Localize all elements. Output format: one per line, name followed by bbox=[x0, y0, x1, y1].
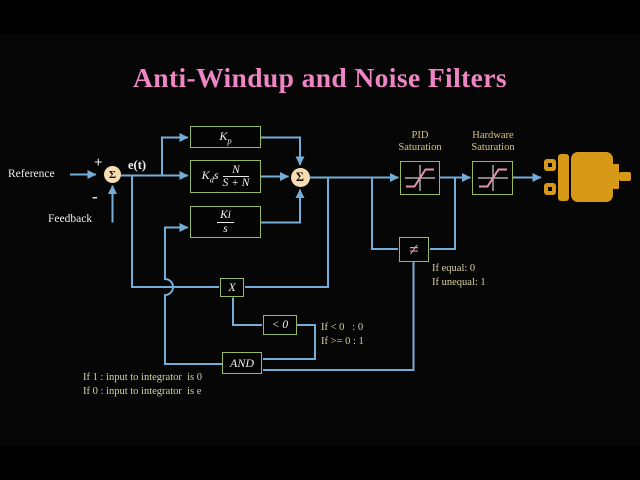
sigma-symbol: Σ bbox=[108, 168, 117, 181]
lt-negative-annotation: If < 0 : 0 bbox=[321, 322, 364, 333]
sum-branch-to-neq-line bbox=[371, 177, 398, 250]
lt-positive-annotation: If >= 0 : 1 bbox=[321, 336, 364, 347]
neq-equal-annotation: If equal: 0 bbox=[432, 262, 476, 274]
ki-output-line bbox=[261, 189, 305, 224]
page-title: Anti-Windup and Noise Filters bbox=[132, 62, 507, 93]
and-output-one-annotation: If 1 : input to integrator is 0 bbox=[83, 372, 202, 383]
feedback-label: Feedback bbox=[48, 213, 93, 225]
kp-output-line bbox=[261, 136, 305, 166]
video-content-area bbox=[0, 33, 640, 447]
error-signal-label: e(t) bbox=[128, 158, 147, 172]
neq-to-and-line bbox=[263, 262, 415, 371]
multiplier-to-lt-line bbox=[232, 297, 262, 326]
not-equal-symbol: ≠ bbox=[409, 239, 419, 259]
hardware-saturation-label: Hardware Saturation bbox=[471, 130, 515, 153]
not-equal-block: ≠ bbox=[399, 237, 429, 262]
kp-input-line bbox=[161, 133, 189, 176]
pid-saturation-label: PID Saturation bbox=[398, 130, 442, 153]
motor-body bbox=[571, 152, 613, 202]
less-than-zero-label: < 0 bbox=[271, 319, 289, 331]
motor-shaft-bracket bbox=[613, 164, 619, 189]
lt-to-and-line bbox=[263, 324, 316, 360]
sum-branch-to-multiplier-line bbox=[245, 177, 329, 288]
minus-sign: - bbox=[92, 187, 98, 206]
reference-label: Reference bbox=[8, 168, 55, 180]
multiplier-label: X bbox=[228, 280, 236, 294]
error-summing-junction: Σ bbox=[104, 166, 121, 183]
kp-gain-label: Kp bbox=[219, 128, 232, 146]
kp-block: Kp bbox=[190, 126, 261, 148]
saturation-curve-icon bbox=[405, 165, 435, 191]
error-branch-to-multiplier-line bbox=[131, 175, 219, 288]
and-gate-label: AND bbox=[230, 355, 254, 370]
motor-shaft bbox=[619, 172, 631, 181]
less-than-zero-block: < 0 bbox=[263, 315, 297, 335]
saturation-curve-icon bbox=[477, 165, 508, 191]
plus-sign: + bbox=[94, 155, 103, 171]
and-output-zero-annotation: If 0 : input to integrator is e bbox=[83, 385, 202, 397]
postsat-branch-to-neq-line bbox=[430, 177, 456, 250]
motor-icon bbox=[544, 152, 631, 202]
and-gate-block: AND bbox=[222, 352, 262, 374]
pid-summing-junction: Σ bbox=[290, 168, 310, 187]
pid-saturation-block bbox=[400, 161, 440, 195]
neq-unequal-annotation: If unequal: 1 bbox=[432, 277, 486, 288]
motor-end-cap bbox=[558, 154, 569, 201]
and-to-integrator-line bbox=[164, 223, 222, 365]
hardware-saturation-block bbox=[472, 161, 513, 195]
multiplier-block: X bbox=[220, 278, 244, 297]
sigma-symbol: Σ bbox=[295, 170, 305, 184]
